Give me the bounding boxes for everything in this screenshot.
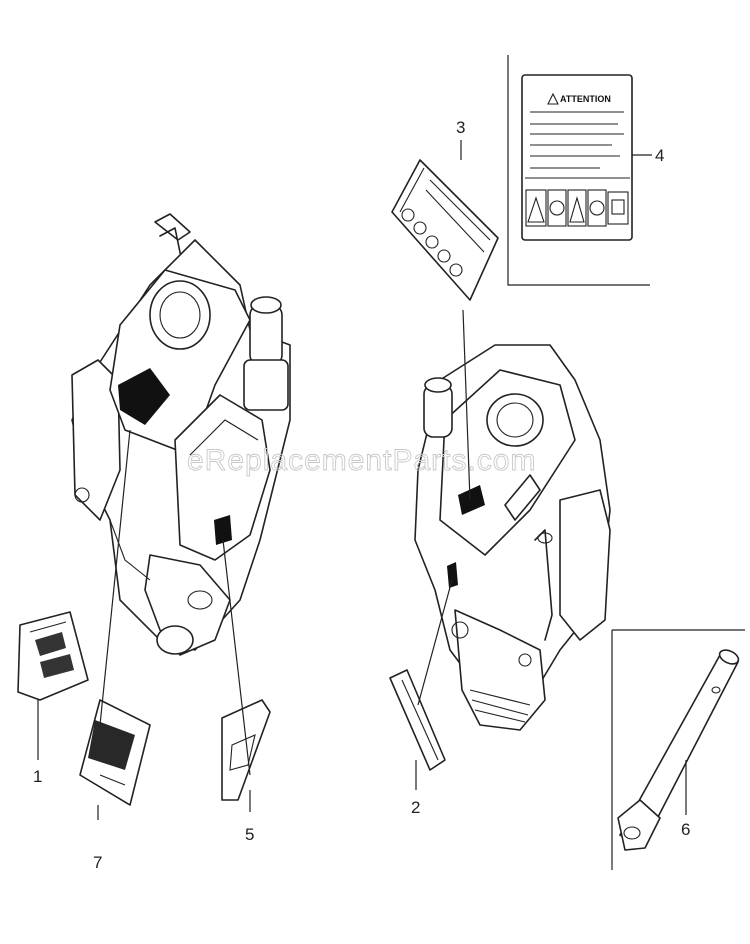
engine-right [414, 344, 611, 731]
callout-3: 3 [456, 118, 465, 137]
label-item-3 [391, 159, 499, 301]
label-item-4: ATTENTION [507, 55, 650, 286]
callout-1: 1 [33, 767, 42, 786]
callout-4: 4 [655, 146, 664, 165]
leader-lines [37, 140, 687, 820]
callout-2: 2 [411, 798, 420, 817]
tool-item-6 [611, 629, 745, 870]
label-item-1 [17, 611, 89, 701]
watermark-text: eReplacementParts.com [187, 444, 536, 477]
label-item-7 [79, 699, 151, 806]
callout-7: 7 [93, 853, 102, 872]
callout-5: 5 [245, 825, 254, 844]
callout-6: 6 [681, 820, 690, 839]
label-item-5 [221, 699, 271, 801]
attention-heading: ATTENTION [560, 94, 611, 104]
engine-left [71, 213, 291, 656]
label-item-2 [389, 669, 446, 771]
